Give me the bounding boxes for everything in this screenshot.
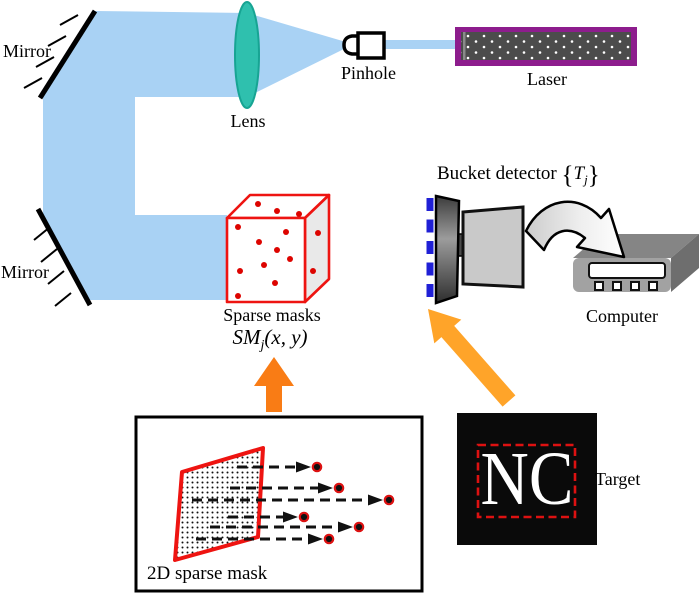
mirror-bottom-icon [33, 207, 93, 307]
curved-data-arrow-icon [524, 200, 626, 259]
target-nc-text: NC [480, 436, 574, 521]
sparse-masks-label: Sparse masks [223, 305, 321, 325]
light-beam [40, 11, 456, 300]
sm-args: (x, y) [264, 325, 308, 349]
target-icon [457, 413, 597, 545]
orange-up-arrow-icon [254, 357, 294, 412]
target-label: Target [595, 469, 641, 489]
bucket-detector-label: Bucket detector {Tj} [437, 162, 600, 189]
brace-open: { [561, 162, 574, 189]
sparse-masks-formula: SMj(x, y) [232, 326, 307, 354]
bucket-detector-text: Bucket detector [437, 163, 562, 184]
lens-label: Lens [230, 111, 266, 131]
t-symbol: Tj [573, 163, 588, 187]
mirror-bottom-label: Mirror [1, 262, 49, 282]
computer-label: Computer [586, 306, 658, 326]
mirror-top-icon [23, 9, 98, 100]
pinhole-label: Pinhole [341, 63, 397, 83]
sm-prefix: SM [232, 325, 261, 349]
2d-sparse-mask-icon [134, 415, 424, 593]
mirror-top-label: Mirror [3, 41, 51, 61]
sparse-mask-cube-icon [225, 193, 331, 304]
mask-box-label: 2D sparse mask [147, 563, 268, 584]
lens-icon [234, 1, 260, 109]
orange-diagonal-arrow-icon [428, 309, 516, 407]
bucket-detector-icon [426, 194, 525, 305]
sm-subscript: j [260, 338, 265, 354]
pinhole-icon [342, 31, 386, 60]
laser-icon [455, 27, 637, 66]
brace-close: } [587, 162, 600, 189]
laser-label: Laser [527, 69, 567, 89]
